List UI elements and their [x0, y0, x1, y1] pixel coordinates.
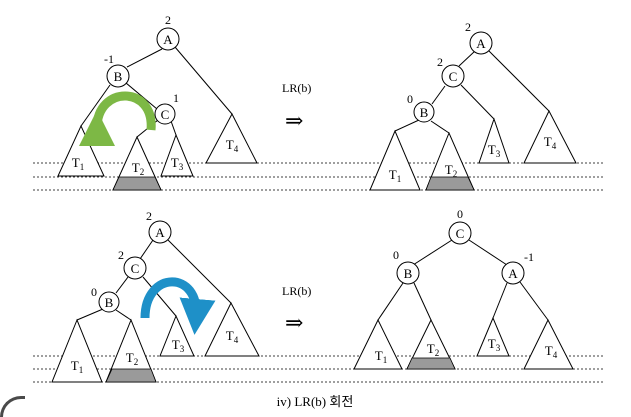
- subtree-t3: [160, 133, 194, 177]
- panel-bottom-after: C B A 0 0 -1 T1 T2 T3 T4: [353, 207, 574, 370]
- subtree-t2-growth: [112, 176, 162, 191]
- node-b-label: B: [105, 295, 114, 310]
- subtree-t2-label: T2: [427, 341, 439, 358]
- rotation-arrow-blue: [140, 277, 216, 335]
- subtree-t1-label: T1: [71, 358, 83, 375]
- subtree-t3-label: T3: [171, 155, 184, 172]
- node-a-balance: 2: [465, 20, 471, 34]
- node-b-balance: 0: [91, 285, 97, 299]
- subtree-t2-label: T2: [445, 162, 457, 179]
- subtree-t2-growth: [105, 368, 157, 383]
- subtree-t1: [369, 129, 421, 191]
- subtree-t2-label: T2: [126, 350, 138, 367]
- node-c-label: C: [131, 261, 140, 276]
- top-level-lines: [33, 162, 603, 191]
- panel-bottom-before: A C B 2 2 0 T1 T2 T3 T4: [51, 209, 260, 383]
- node-a-label: A: [163, 32, 173, 47]
- node-a: [156, 27, 180, 51]
- node-b-balance: 0: [407, 92, 413, 106]
- node-c: [154, 103, 176, 125]
- node-b: [98, 291, 120, 313]
- operation-label-top: LR(b): [282, 81, 311, 95]
- subtree-t3-label: T3: [488, 336, 501, 353]
- node-b-label: B: [114, 69, 123, 84]
- node-b-label: B: [420, 105, 429, 120]
- node-c-label: C: [161, 107, 170, 122]
- node-a: [469, 31, 493, 55]
- node-c: [441, 64, 465, 88]
- panel-top-after: A C B 2 2 0 T1 T2 T3 T4: [369, 20, 577, 191]
- node-b: [413, 101, 435, 123]
- subtree-t4-label: T4: [545, 343, 558, 360]
- subtree-t3-label: T3: [488, 142, 501, 159]
- subtree-t4: [523, 318, 574, 370]
- node-a-label: A: [476, 36, 486, 51]
- node-c-balance: 2: [118, 248, 124, 262]
- node-c-label: C: [449, 69, 458, 84]
- subtree-t2-growth: [425, 176, 475, 191]
- node-a-label: A: [155, 225, 165, 240]
- transform-arrow-bottom: ⇒: [285, 310, 303, 335]
- subtree-t2-label: T2: [132, 160, 144, 177]
- subtree-t4-label: T4: [226, 137, 239, 154]
- operation-label-bottom: LR(b): [282, 284, 311, 298]
- corner-decoration: [0, 396, 25, 417]
- subtree-t4-label: T4: [226, 328, 239, 345]
- figure-caption: iv) LR(b) 회전: [277, 394, 354, 409]
- node-c: [448, 221, 472, 245]
- node-b: [396, 261, 420, 285]
- subtree-t1-label: T1: [389, 167, 401, 184]
- node-a-label: A: [508, 266, 518, 281]
- node-b: [106, 64, 130, 88]
- subtree-t3: [478, 117, 510, 164]
- node-a-balance: 2: [146, 209, 152, 223]
- subtree-t1-label: T1: [72, 155, 84, 172]
- node-c-balance: 2: [437, 55, 443, 69]
- subtree-t3-label: T3: [172, 337, 185, 354]
- node-a: [148, 220, 172, 244]
- node-c: [123, 256, 147, 280]
- panel-top-before: A B C 2 -1 1 T1 T2 T3 T4: [57, 13, 258, 191]
- transform-arrow-top: ⇒: [285, 108, 303, 133]
- subtree-t3: [476, 316, 510, 357]
- subtree-t4: [523, 109, 577, 164]
- subtree-t4: [204, 301, 260, 357]
- node-b-balance: -1: [104, 52, 114, 66]
- subtree-t1: [57, 124, 105, 177]
- node-c-balance: 1: [173, 91, 179, 105]
- subtree-t1: [353, 318, 403, 370]
- bottom-level-lines: [33, 355, 603, 383]
- node-a-balance: 2: [165, 13, 171, 27]
- rotation-arrow-green: [78, 91, 156, 147]
- node-a: [501, 261, 525, 285]
- subtree-t4-label: T4: [544, 134, 557, 151]
- subtree-t1: [51, 318, 103, 383]
- subtree-t3: [159, 314, 195, 357]
- node-b-balance: 0: [393, 248, 399, 262]
- node-c-balance: 0: [457, 207, 463, 221]
- node-a-balance: -1: [524, 250, 534, 264]
- subtree-t2-growth: [406, 357, 456, 370]
- subtree-t1-label: T1: [375, 348, 387, 365]
- node-b-label: B: [404, 266, 413, 281]
- subtree-t4: [205, 112, 258, 164]
- node-c-label: C: [456, 226, 465, 241]
